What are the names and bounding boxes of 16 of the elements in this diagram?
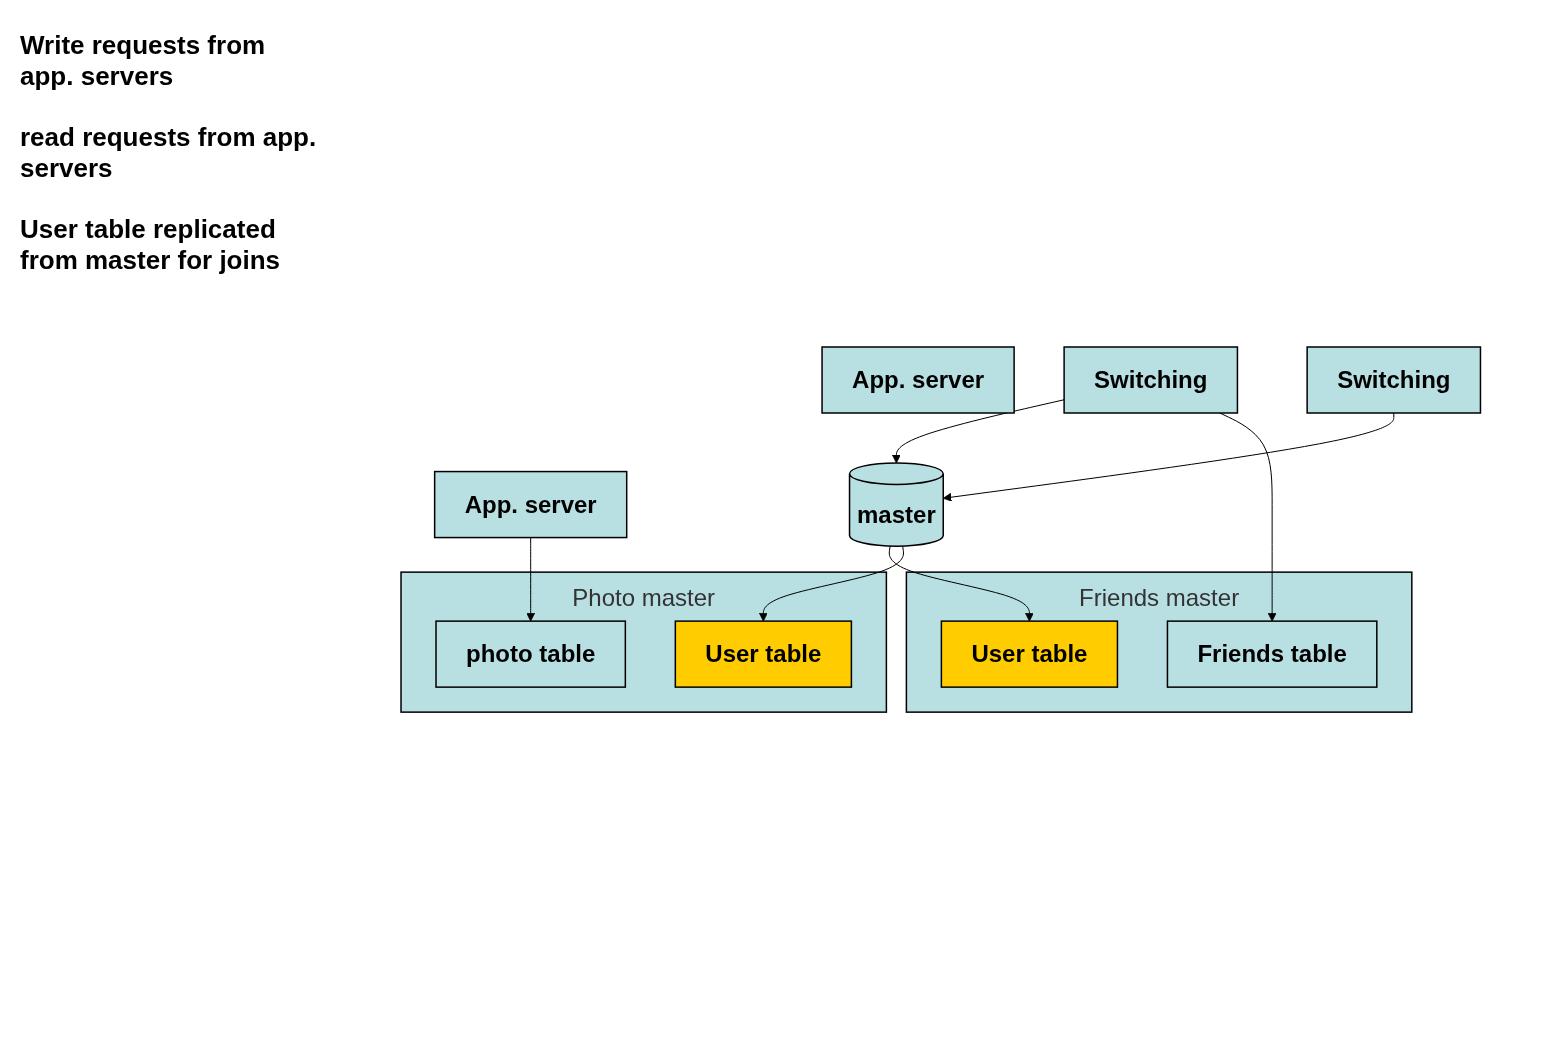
note-text: read requests from app. servers <box>20 122 318 184</box>
node-box: Switching <box>1306 346 1482 415</box>
node-box: User table <box>674 620 853 689</box>
node-box: photo table <box>435 620 627 689</box>
arrow <box>759 545 905 622</box>
note-text: Write requests from app. servers <box>20 30 267 92</box>
arrow <box>889 545 1035 622</box>
note-text: User table replicated from master for joins <box>20 214 282 276</box>
node-box: App. server <box>434 471 628 539</box>
arrow <box>526 537 536 622</box>
node-box: App. server <box>821 346 1016 415</box>
arrow <box>943 412 1395 503</box>
node-box: Switching <box>1063 346 1239 415</box>
node-box: Friends table <box>1166 620 1378 689</box>
node-box: User table <box>940 620 1119 689</box>
arrow <box>892 399 1065 464</box>
